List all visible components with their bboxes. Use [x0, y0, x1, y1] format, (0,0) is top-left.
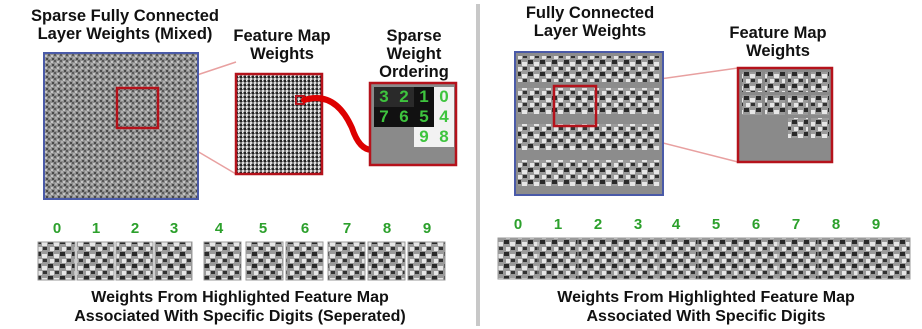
- left-digit-3: 3: [169, 220, 179, 237]
- ordering-digit: 6: [399, 107, 409, 126]
- ordering-cell: [394, 107, 414, 127]
- left-digit-8: 8: [382, 220, 392, 237]
- feature-tile: [742, 95, 762, 115]
- right-digit-strip: [497, 237, 911, 280]
- left-digit-9: 9: [422, 220, 432, 237]
- ordering-digit: 0: [439, 87, 449, 106]
- right-digit-7: 7: [791, 216, 801, 233]
- left-fc-weights-panel: [43, 52, 199, 200]
- left-digit-6: 6: [300, 220, 310, 237]
- right-digit-2: 2: [593, 216, 603, 233]
- right-digit-8: 8: [831, 216, 841, 233]
- feature-tile: [811, 72, 829, 92]
- right-feature-tiles: [742, 72, 829, 138]
- ordering-digit: 1: [419, 87, 429, 106]
- ordering-cell: [394, 87, 414, 107]
- right-feature-title: Feature Map Weights: [729, 24, 827, 60]
- left-feature-map-panel: [234, 72, 324, 176]
- right-digit-4: 4: [671, 216, 681, 233]
- right-block-row-4: [518, 160, 660, 186]
- left-digit-thumb: [37, 241, 76, 281]
- feature-tile: [788, 72, 808, 92]
- right-digit-3: 3: [633, 216, 643, 233]
- left-sparse-title: Sparse Weight Ordering: [379, 27, 449, 81]
- ordering-cell: [434, 127, 454, 147]
- right-block-row-2: [518, 88, 660, 114]
- left-caption: Weights From Highlighted Feature Map Ass…: [74, 289, 406, 325]
- left-digit-thumb: [367, 241, 406, 281]
- ordering-cell: [414, 127, 434, 147]
- left-digit-thumb: [203, 241, 242, 281]
- ordering-digit: 9: [419, 127, 429, 146]
- right-digit-6: 6: [751, 216, 761, 233]
- right-main-title: Fully Connected Layer Weights: [525, 4, 655, 40]
- left-ordering-cells: [374, 87, 454, 147]
- left-digit-4: 4: [214, 220, 224, 237]
- feature-tile: [765, 72, 785, 92]
- right-digit-thumb: [497, 237, 539, 280]
- left-digit-2: 2: [130, 220, 140, 237]
- left-digit-thumb: [245, 241, 284, 281]
- left-digit-thumb: [285, 241, 324, 281]
- ordering-cell: [374, 87, 394, 107]
- left-digit-thumb: [327, 241, 366, 281]
- left-feature-title: Feature Map Weights: [233, 27, 331, 63]
- left-digit-5: 5: [258, 220, 268, 237]
- ordering-cell: [434, 87, 454, 107]
- left-main-title: Sparse Fully Connected Layer Weights (Mi…: [31, 7, 219, 43]
- right-digit-1: 1: [553, 216, 563, 233]
- ordering-digit: 4: [439, 107, 449, 126]
- left-digit-thumb: [115, 241, 154, 281]
- right-digit-thumb: [817, 237, 859, 280]
- right-digit-thumb: [737, 237, 779, 280]
- ordering-digit: 8: [439, 127, 449, 146]
- feature-tile: [765, 95, 785, 115]
- ordering-cell: [414, 87, 434, 107]
- ordering-cell: [374, 107, 394, 127]
- ordering-digit: 5: [419, 107, 429, 126]
- right-digit-9: 9: [871, 216, 881, 233]
- right-digit-thumb: [537, 237, 579, 280]
- right-digit-thumb: [857, 237, 911, 280]
- ordering-digit: 2: [399, 87, 409, 106]
- feature-tile: [811, 95, 829, 115]
- feature-tile: [788, 118, 808, 138]
- feature-tile: [811, 118, 829, 138]
- right-digit-5: 5: [711, 216, 721, 233]
- left-digit-7: 7: [342, 220, 352, 237]
- left-digit-strip: [37, 241, 446, 281]
- feature-tile: [742, 72, 762, 92]
- feature-tile: [788, 95, 808, 115]
- right-digit-0: 0: [513, 216, 523, 233]
- right-block-row-1: [518, 56, 660, 82]
- right-digit-thumb: [617, 237, 659, 280]
- left-digit-thumb: [76, 241, 115, 281]
- ordering-digit: 3: [379, 87, 389, 106]
- right-digit-thumb: [577, 237, 619, 280]
- right-digit-thumb: [657, 237, 699, 280]
- ordering-cell: [414, 107, 434, 127]
- left-digit-thumb: [407, 241, 446, 281]
- panel-divider: [476, 4, 480, 326]
- left-digit-thumb: [154, 241, 193, 281]
- right-highlight-box: [552, 84, 598, 128]
- left-digit-0: 0: [52, 220, 62, 237]
- left-ordering-arrow: [301, 95, 375, 153]
- left-digit-1: 1: [91, 220, 101, 237]
- left-highlight-box: [115, 86, 160, 130]
- right-digit-thumb: [777, 237, 819, 280]
- ordering-digit: 7: [379, 107, 389, 126]
- right-caption: Weights From Highlighted Feature Map Ass…: [557, 289, 855, 325]
- right-digit-thumb: [697, 237, 739, 280]
- ordering-cell: [434, 107, 454, 127]
- right-block-row-3: [518, 124, 660, 150]
